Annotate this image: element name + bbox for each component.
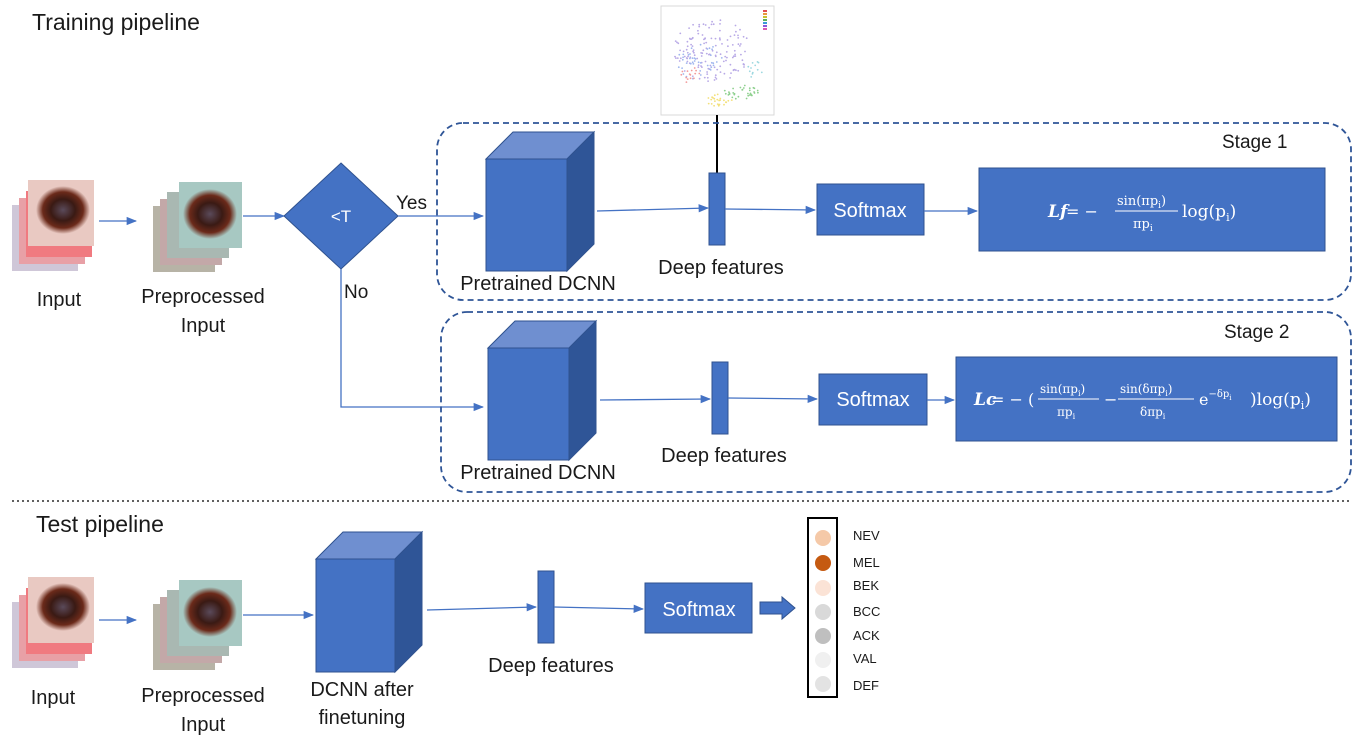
- test-softmax-label: Softmax: [662, 599, 735, 621]
- svg-text:πpi: πpi: [1133, 217, 1153, 234]
- svg-text:e−δpi: e−δpi: [1199, 389, 1232, 409]
- stage2-loss-exp-base: e: [1199, 390, 1208, 409]
- class-label-nev: NEV: [853, 528, 880, 543]
- tsne-embedding-plot: [660, 5, 775, 116]
- stage1-loss-log: log(p: [1182, 202, 1226, 222]
- stage2-dcnn-label: Pretrained DCNN: [460, 462, 616, 484]
- stage1-softmax-label: Softmax: [833, 200, 906, 222]
- test-output-block-arrow: [759, 595, 796, 621]
- class-dot-ack: [815, 628, 831, 644]
- preprocessed-image-stack: [153, 182, 242, 272]
- stage2-softmax-box: [818, 373, 928, 426]
- stage2-label: Stage 2: [1224, 322, 1290, 343]
- stage1-loss-lhs: Lf: [1047, 202, 1070, 222]
- class-label-bcc: BCC: [853, 604, 880, 619]
- stage2-loss-prefix: = − (: [991, 390, 1034, 409]
- test-softmax-box: [644, 582, 753, 634]
- arrow-stage2-features-to-softmax: [727, 394, 819, 404]
- input-label: Input: [37, 289, 82, 311]
- stage2-loss-formula: Lc = − ( sin(πpi) πpi − sin(δπpi) δπpi e…: [973, 382, 1311, 421]
- stage1-label: Stage 1: [1222, 132, 1288, 153]
- svg-text:)log(pi): )log(pi): [1250, 390, 1311, 412]
- stage2-loss-minus: −: [1104, 390, 1117, 409]
- preprocessed-label-line1: Preprocessed: [141, 286, 264, 308]
- class-dot-val: [815, 652, 831, 668]
- class-label-mel: MEL: [853, 555, 880, 570]
- stage2-dcnn-block: [486, 319, 598, 462]
- class-label-def: DEF: [853, 678, 879, 693]
- test-input-image-stack: [12, 577, 94, 668]
- stage2-container: [440, 311, 1352, 493]
- svg-text:sin(πpi): sin(πpi): [1117, 194, 1166, 211]
- class-dot-bek: [815, 580, 831, 596]
- class-label-ack: ACK: [853, 628, 880, 643]
- test-dcnn-label-line2: finetuning: [319, 707, 406, 729]
- class-dot-def: [815, 676, 831, 692]
- class-label-val: VAL: [853, 651, 877, 666]
- stage1-loss-numerator: sin(πp: [1117, 194, 1158, 209]
- stage1-dcnn-label: Pretrained DCNN: [460, 273, 616, 295]
- stage1-loss-denominator: πp: [1133, 217, 1150, 232]
- stage2-loss-numerator1: sin(πp: [1040, 382, 1078, 396]
- test-deep-features-bar: [537, 570, 555, 644]
- test-preprocessed-label-line1: Preprocessed: [141, 685, 264, 707]
- stage1-softmax-box: [816, 183, 925, 236]
- class-dot-nev: [815, 530, 831, 546]
- stage1-container: [436, 122, 1352, 301]
- stage1-loss-box: [978, 167, 1326, 252]
- arrow-no-to-stage2: [340, 269, 485, 412]
- svg-text:log(pi): log(pi): [1182, 202, 1236, 224]
- svg-text:πpi: πpi: [1057, 405, 1076, 421]
- svg-text:sin(δπpi): sin(δπpi): [1120, 382, 1172, 398]
- test-dcnn-label-line1: DCNN after: [310, 679, 414, 701]
- test-dcnn-block: [314, 530, 424, 674]
- test-preprocessed-image-stack: [153, 580, 242, 670]
- test-pipeline-title: Test pipeline: [36, 511, 164, 537]
- preprocessed-label-line2: Input: [181, 315, 226, 337]
- svg-text:sin(πpi): sin(πpi): [1040, 382, 1085, 398]
- svg-text:δπpi: δπpi: [1140, 405, 1166, 421]
- stage2-softmax-label: Softmax: [836, 389, 909, 411]
- arrow-test-features-to-softmax: [553, 604, 645, 613]
- test-features-label: Deep features: [488, 655, 614, 677]
- input-image-stack: [12, 180, 94, 271]
- arrow-test-dcnn-to-features: [426, 603, 538, 612]
- class-legend: NEV MEL BEK BCC ACK VAL DEF: [815, 528, 880, 693]
- stage2-loss-denominator1: πp: [1057, 405, 1073, 419]
- arrow-stage2-dcnn-to-features: [599, 394, 712, 404]
- arrow-stage1-dcnn-to-features: [596, 204, 710, 213]
- class-label-bek: BEK: [853, 578, 879, 593]
- arrow-stage1-features-to-softmax: [724, 205, 817, 215]
- test-input-label: Input: [31, 687, 76, 709]
- stage1-loss-formula: Lf = − sin(πpi) πpi log(pi): [1047, 194, 1236, 234]
- test-preprocessed-label-line2: Input: [181, 714, 226, 736]
- yes-label: Yes: [396, 193, 427, 214]
- stage2-features-label: Deep features: [661, 445, 787, 467]
- stage2-loss-tail: )log(p: [1250, 390, 1301, 410]
- stage2-deep-features-bar: [711, 361, 729, 435]
- stage1-dcnn-block: [484, 130, 596, 273]
- class-dot-mel: [815, 555, 831, 571]
- no-label: No: [344, 282, 368, 303]
- stage2-loss-denominator2: δπp: [1140, 405, 1163, 419]
- stage1-features-label: Deep features: [658, 257, 784, 279]
- training-pipeline-title: Training pipeline: [32, 9, 200, 35]
- stage2-loss-numerator2: sin(δπp: [1120, 382, 1166, 396]
- stage1-loss-prefix: = −: [1066, 202, 1098, 221]
- stage2-loss-lhs: Lc: [973, 390, 997, 410]
- stage1-deep-features-bar: [708, 172, 726, 246]
- class-dot-bcc: [815, 604, 831, 620]
- threshold-label: <T: [331, 207, 351, 226]
